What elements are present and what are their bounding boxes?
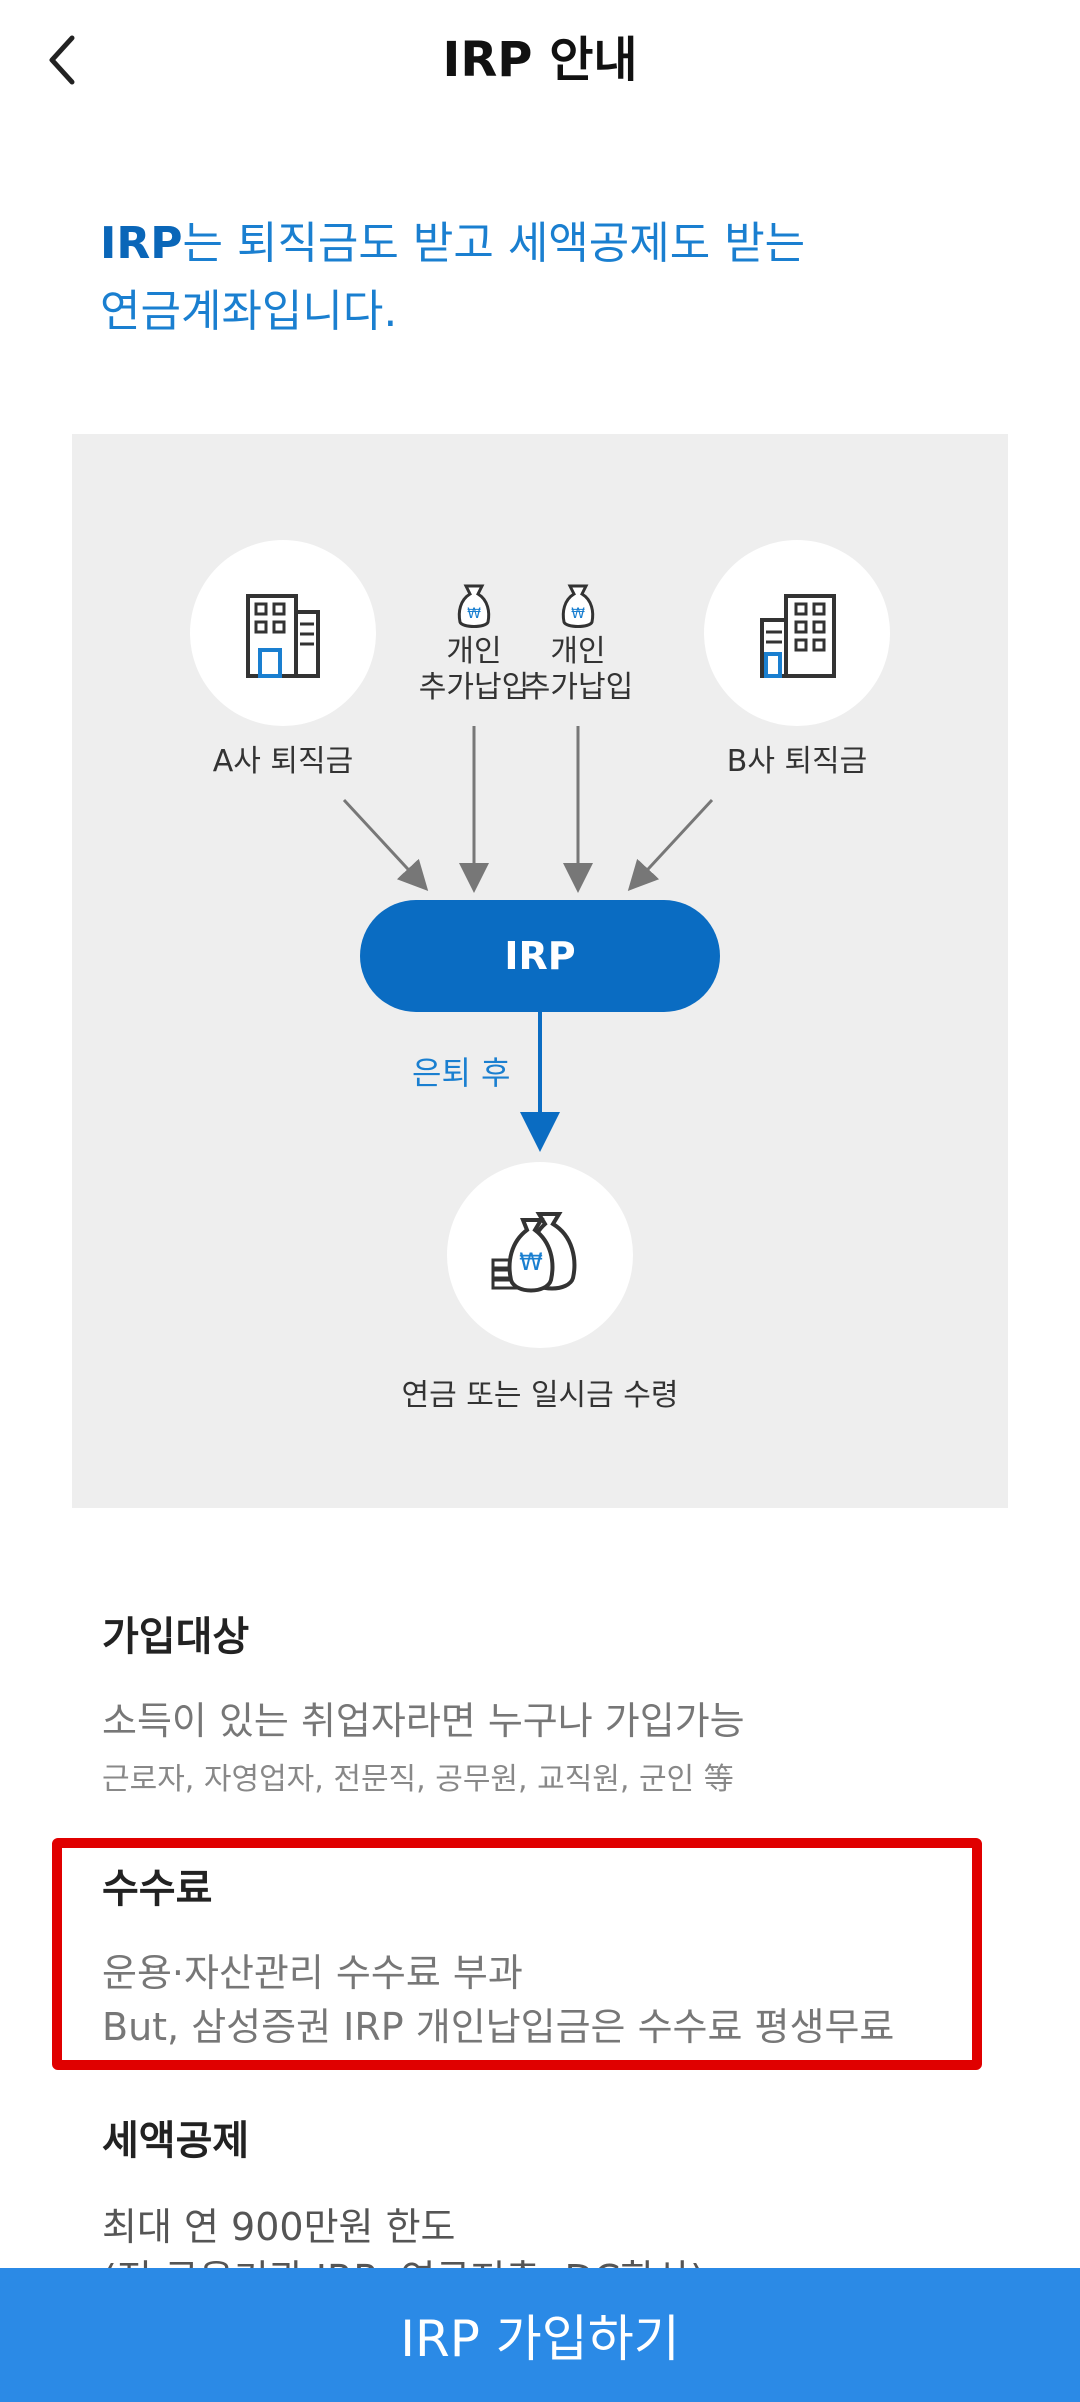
- fees-highlight-box: [52, 1838, 982, 2070]
- receive-label: 연금 또는 일시금 수령: [401, 1378, 679, 1413]
- personal-label-1: 개인 추가납입: [418, 634, 530, 705]
- company-b-circle: [704, 540, 890, 726]
- fees-line1: 운용·자산관리 수수료 부과: [102, 1951, 523, 1995]
- receive-circle: ₩: [447, 1162, 633, 1348]
- arrow-a: [342, 798, 429, 892]
- money-bags-icon: ₩: [491, 1212, 577, 1293]
- eligibility-title: 가입대상: [102, 1614, 250, 1660]
- fees-title: 수수료: [102, 1866, 213, 1912]
- header: IRP 안내: [0, 0, 1080, 120]
- intro-accent: IRP: [100, 218, 183, 269]
- intro-text: IRP는 퇴직금도 받고 세액공제도 받는 연금계좌입니다.: [100, 210, 1000, 346]
- eligibility-sub: 근로자, 자영업자, 전문직, 공무원, 교직원, 군인 等: [102, 1762, 734, 1797]
- eligibility-line: 소득이 있는 취업자라면 누구나 가입가능: [102, 1699, 745, 1743]
- building-icon: [246, 594, 320, 678]
- chevron-left-icon: [49, 35, 75, 85]
- join-irp-button[interactable]: IRP 가입하기: [0, 2268, 1080, 2402]
- tax-title: 세액공제: [102, 2118, 250, 2164]
- page-title: IRP 안내: [442, 32, 638, 88]
- svg-text:₩: ₩: [571, 606, 585, 622]
- svg-text:₩: ₩: [467, 606, 481, 622]
- irp-diagram: A사 퇴직금 ₩ 개인 추가납입 ₩ 개인 추가납입 B사 퇴직금: [72, 434, 1008, 1508]
- arrow-b: [627, 798, 714, 892]
- back-button[interactable]: [32, 22, 92, 98]
- money-bag-icon: ₩: [561, 584, 595, 628]
- fees-line2: But, 삼성증권 IRP 개인납입금은 수수료 평생무료: [102, 2005, 895, 2049]
- diagram-arrows: [342, 726, 714, 1152]
- intro-line2: 연금계좌입니다.: [100, 286, 398, 337]
- personal-label-2: 개인 추가납입: [522, 634, 634, 705]
- company-b-label: B사 퇴직금: [726, 744, 868, 779]
- intro-line1: 는 퇴직금도 받고 세액공제도 받는: [182, 218, 806, 269]
- svg-text:₩: ₩: [519, 1248, 543, 1276]
- tax-line1: 최대 연 900만원 한도: [102, 2205, 456, 2249]
- after-retire-label: 은퇴 후: [412, 1054, 511, 1092]
- building-icon: [760, 594, 836, 678]
- company-a-label: A사 퇴직금: [212, 744, 354, 779]
- company-a-circle: [190, 540, 376, 726]
- irp-pill: IRP: [360, 900, 720, 1012]
- money-bag-icon: ₩: [457, 584, 491, 628]
